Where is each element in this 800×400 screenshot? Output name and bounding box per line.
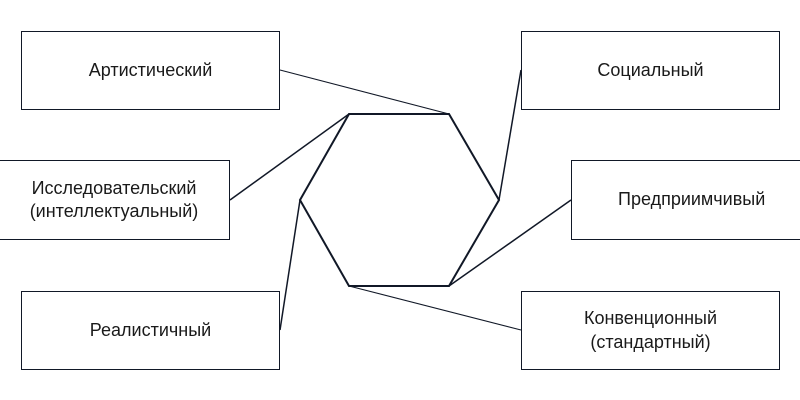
label-social: Социальный (597, 59, 704, 80)
box-investigative: Исследовательский (интеллектуальный) (0, 160, 230, 240)
box-realistic: Реалистичный (21, 291, 280, 370)
box-enterprising: Предприимчивый (571, 160, 800, 240)
label-realistic: Реалистичный (89, 319, 212, 340)
connector-realistic (279, 199, 301, 331)
label-artistic: Артистический (88, 59, 213, 80)
connector-social (498, 69, 522, 201)
connector-artistic (279, 69, 450, 115)
connector-enterprising (448, 199, 572, 287)
connector-investigative (229, 113, 350, 201)
center-hexagon (298, 113, 501, 287)
box-conventional: Конвенционный (стандартный) (521, 291, 780, 370)
box-artistic: Артистический (21, 31, 280, 110)
label-investigative: Исследовательский (интеллектуальный) (29, 177, 199, 221)
box-social: Социальный (521, 31, 780, 110)
label-conventional: Конвенционный (стандартный) (584, 308, 717, 352)
label-enterprising: Предприимчивый (618, 189, 766, 210)
connector-conventional (348, 285, 522, 331)
